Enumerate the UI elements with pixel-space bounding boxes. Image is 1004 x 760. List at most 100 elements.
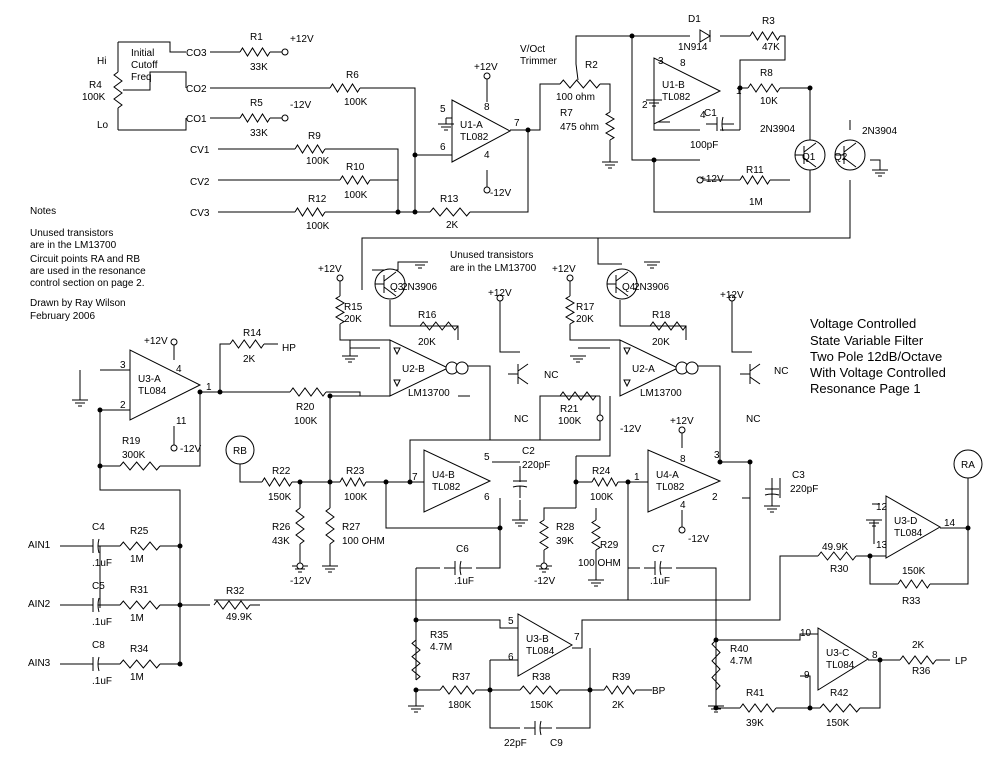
resistor-symbol [591, 519, 601, 551]
positive-supply-rail: +12V [670, 416, 694, 434]
resistor-ref: R23 [346, 466, 365, 477]
op-amp-type: TL084 [138, 386, 167, 397]
junction-dot [497, 525, 503, 531]
resistor-symbol [739, 703, 777, 713]
wiper-arrow-icon [575, 63, 579, 81]
diode-symbol [699, 29, 711, 43]
resistor-ref: R17 [576, 302, 595, 313]
junction-dot [625, 479, 631, 485]
resistor-value: 1M [130, 672, 144, 683]
ground-icon [322, 565, 338, 573]
resistor-value: 475 ohm [560, 122, 599, 133]
ground-icon [602, 161, 618, 169]
test-point-symbol [953, 449, 983, 479]
svg-text:Hi: Hi [97, 56, 106, 67]
op-amp-ref: U3-B [526, 634, 549, 645]
capacitor-symbol [644, 560, 672, 576]
resistor-ref: R31 [130, 585, 149, 596]
resistor-symbol [335, 295, 345, 325]
pin-number: 5 [484, 452, 490, 463]
capacitor-c8: C8.1uF [82, 640, 112, 687]
supply-label: -12V [490, 188, 511, 199]
resistor-ref: R38 [532, 672, 551, 683]
signal-ain3: AIN3 [28, 658, 51, 669]
resistor-symbol [439, 685, 477, 695]
positive-supply-rail: +12V [144, 336, 178, 347]
diode-type: 1N914 [678, 42, 708, 53]
resistor-ref: R18 [652, 310, 671, 321]
resistor-symbol [739, 175, 771, 185]
junction-dot [487, 687, 493, 693]
resistor-ref: R33 [902, 596, 921, 607]
signal-bp: BP [652, 686, 666, 697]
capacitor-value: .1uF [92, 558, 112, 569]
capacitor-symbol [706, 116, 734, 132]
resistor-symbol [295, 507, 305, 545]
supply-terminal-icon [540, 562, 548, 570]
positive-supply-rail: +12V [318, 264, 344, 282]
transistor-type: 2N3906 [634, 282, 669, 293]
resistor-symbol [747, 83, 781, 93]
negative-supply-rail: -12V [290, 562, 311, 587]
signal-co1: CO1 [186, 114, 207, 125]
junction-dot [587, 687, 593, 693]
resistor-value: 100K [306, 221, 330, 232]
supply-label: +12V [670, 416, 694, 427]
pin-number: 5 [440, 104, 446, 115]
resistor-ref: R3 [762, 16, 775, 27]
op-amp-ref: U1-B [662, 80, 685, 91]
junction-dot [965, 525, 971, 531]
signal-ain2: AIN2 [28, 599, 51, 610]
op-amp-type: TL082 [662, 92, 691, 103]
op-amps: U1-ATL08256784U1-BTL08232184U3-ATL084321… [120, 56, 956, 691]
potentiometer-ref: R2 [585, 60, 598, 71]
junction-dot [651, 157, 657, 163]
capacitor-symbol [524, 720, 552, 736]
potentiometer-value: 100K [82, 92, 106, 103]
pin-number: 13 [876, 540, 888, 551]
svg-text:Trimmer: Trimmer [520, 56, 558, 67]
unused-transistors-note: Unused transistors are in the LM13700 [450, 250, 537, 274]
pin-number: 4 [484, 150, 490, 161]
ground-icon [872, 169, 888, 177]
resistor-symbol [559, 391, 597, 401]
title-line: Resonance Page 1 [810, 381, 921, 396]
notes-line: are used in the resonance [30, 266, 146, 277]
supply-terminal-icon [678, 526, 686, 534]
transistor-symbol [795, 142, 817, 168]
pin-number: 5 [508, 616, 514, 627]
op-amp-symbol [517, 613, 574, 677]
resistor-symbol [325, 507, 335, 545]
pin-number: 8 [680, 454, 686, 465]
notes-block: Notes Unused transistors are in the LM13… [30, 206, 146, 322]
resistor-symbol [411, 639, 421, 681]
resistor-ref: R40 [730, 644, 749, 655]
test-point-ra: RA [953, 449, 983, 479]
resistor-value: 10K [760, 96, 778, 107]
current-source-icon [685, 361, 699, 375]
capacitor-symbol [512, 470, 528, 498]
resistor-symbol [591, 476, 619, 488]
resistor-value: 39K [556, 536, 574, 547]
pin-number: 8 [680, 58, 686, 69]
linearizing-diode-icon [393, 347, 401, 388]
junction-dot [177, 661, 183, 667]
junction-dot [97, 407, 103, 413]
resistor-symbol [899, 655, 937, 665]
